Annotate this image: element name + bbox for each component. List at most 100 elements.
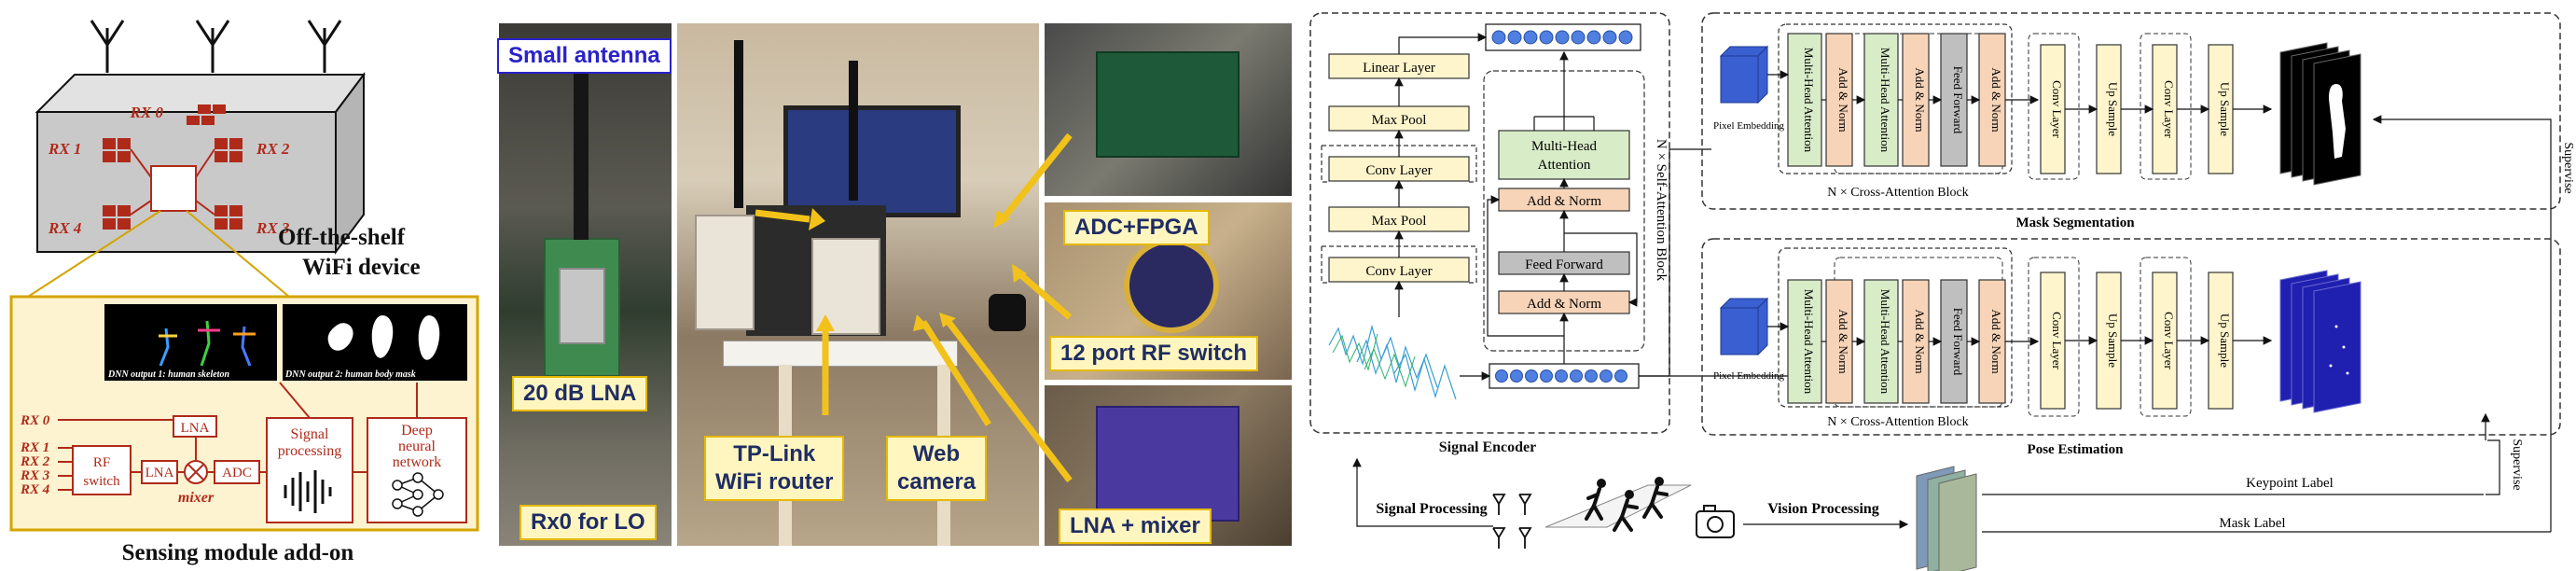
antenna-icon — [90, 20, 342, 73]
label-small-antenna: Small antenna — [497, 38, 672, 74]
rx-input-4: RX 4 — [20, 482, 50, 497]
mask-supervise: Supervise — [2561, 142, 2575, 193]
label-webcam: Web camera — [886, 436, 988, 501]
mask-output-stack — [2279, 42, 2361, 186]
bottom-keypoint-label: Keypoint Label — [2246, 476, 2334, 491]
signal-encoder-caption: Signal Encoder — [1439, 439, 1536, 455]
enc-max-pool-1: Max Pool — [1372, 113, 1427, 128]
pose-branch-caption: Pose Estimation — [2028, 442, 2125, 457]
dnn-label-3: network — [393, 454, 441, 470]
module-caption: Sensing module add-on — [122, 540, 354, 565]
label-webcam-2: camera — [897, 469, 976, 494]
rx-input-0: RX 0 — [20, 413, 50, 428]
mask-branch-frame — [1701, 12, 2561, 210]
device-label-1: Off-the-shelf — [278, 225, 406, 250]
sensing-chip — [150, 165, 197, 212]
enc-feed-forward: Feed Forward — [1525, 258, 1603, 272]
pose-add-norm-1: Add & Norm — [1836, 309, 1850, 373]
dnn-label-1: Deep — [401, 423, 433, 439]
video-frames-stack — [1916, 466, 1977, 571]
enc-conv-layer-1: Conv Layer — [1365, 163, 1432, 178]
mask-up-2: Up Sample — [2218, 82, 2232, 136]
pose-branch-frame — [1701, 238, 2561, 436]
antenna-pair-icon — [1492, 494, 1532, 549]
enc-add-norm-1: Add & Norm — [1527, 194, 1601, 209]
bottom-vision-processing: Vision Processing — [1767, 501, 1879, 517]
csi-waveform — [1328, 324, 1457, 400]
rx-label-0: RX 0 — [130, 104, 164, 121]
rf-switch-label: RF — [93, 455, 110, 470]
mixer-label: mixer — [178, 490, 215, 506]
rx-label-1: RX 1 — [48, 140, 81, 158]
mask-branch-caption: Mask Segmentation — [2015, 216, 2135, 230]
pose-up-1: Up Sample — [2106, 313, 2120, 368]
router-antenna-2 — [849, 61, 858, 201]
label-lna-mixer: LNA + mixer — [1059, 508, 1212, 544]
photo-arrows — [755, 132, 1073, 483]
label-rx0-lo: Rx0 for LO — [519, 505, 657, 540]
mask-mha-1: Multi-Head Attention — [1802, 48, 1816, 153]
adc-label: ADC — [222, 466, 252, 480]
mask-mha-2: Multi-Head Attention — [1878, 48, 1892, 153]
mask-pixel-embedding: Pixel Embedding — [1713, 120, 1785, 132]
pose-mha-1: Multi-Head Attention — [1802, 289, 1816, 395]
lna-left-box — [141, 460, 178, 484]
pixel-embedding-pose-icon — [1719, 297, 1769, 356]
pose-output-stack — [2279, 270, 2361, 413]
signal-encoder-frame — [1309, 12, 1670, 434]
pose-add-norm-2: Add & Norm — [1913, 309, 1927, 373]
pose-conv-2: Conv Layer — [2162, 312, 2176, 369]
webcam — [989, 294, 1026, 331]
mask-conv-2: Conv Layer — [2162, 80, 2176, 138]
signal-processing-label-1: Signal — [291, 426, 329, 442]
neural-network-icon — [392, 472, 444, 517]
camera-icon — [1696, 505, 1735, 538]
mask-cross-block: N × Cross-Attention Block — [1827, 186, 1968, 200]
waveform-icon — [284, 470, 332, 513]
mask-feed-forward: Feed Forward — [1951, 66, 1965, 134]
enc-add-norm-2: Add & Norm — [1527, 297, 1601, 312]
pose-mha-2: Multi-Head Attention — [1878, 289, 1892, 395]
dnn-box — [367, 417, 467, 523]
adc-box — [214, 460, 260, 484]
pose-feed-forward: Feed Forward — [1951, 308, 1965, 376]
label-rf-switch: 12 port RF switch — [1049, 336, 1259, 371]
antenna-stick — [574, 70, 589, 240]
lna-left-label: LNA — [145, 466, 174, 480]
dnn-output-1-label: DNN output 1: human skeleton — [107, 369, 229, 380]
pose-up-2: Up Sample — [2218, 313, 2232, 368]
rx-input-3: RX 3 — [20, 468, 50, 483]
device-label-2: WiFi device — [302, 255, 421, 280]
wifi-device-side — [335, 72, 365, 255]
dnn-label-2: neural — [398, 439, 436, 454]
antenna-array-left — [695, 215, 755, 330]
antenna-array-right — [811, 238, 880, 335]
mask-add-norm-3: Add & Norm — [1989, 67, 2003, 132]
mask-conv-1: Conv Layer — [2050, 80, 2064, 138]
label-webcam-1: Web — [912, 441, 961, 467]
lna-top-label: LNA — [181, 421, 210, 436]
signal-processing-label-2: processing — [278, 443, 341, 459]
pose-conv-1: Conv Layer — [2050, 312, 2064, 369]
panel-b: Small antenna 20 dB LNA Rx0 for LO TP-Li… — [497, 23, 1292, 546]
pose-add-norm-3: Add & Norm — [1989, 309, 2003, 373]
rx-input-2: RX 2 — [20, 454, 50, 469]
enc-max-pool-2: Max Pool — [1372, 214, 1427, 229]
panel-c: Signal Encoder Linear Layer Max Pool Con… — [1309, 12, 2575, 571]
pose-supervise: Supervise — [2510, 439, 2524, 490]
mask-add-norm-2: Add & Norm — [1913, 67, 1927, 132]
rx-input-1: RX 1 — [20, 440, 49, 455]
mixer-board — [1096, 406, 1240, 522]
enc-conv-layer-2: Conv Layer — [1365, 264, 1432, 279]
rx-label-3: RX 3 — [256, 219, 290, 237]
label-tplink-1: TP-Link — [733, 441, 816, 467]
label-tplink: TP-Link WiFi router — [704, 436, 845, 501]
mask-up-1: Up Sample — [2106, 82, 2120, 136]
panel-a: RX 0 RX 1 RX 2 RX 4 RX 3 Off-the-shelf W… — [9, 20, 479, 565]
fpga-board — [1096, 51, 1240, 158]
bottom-signal-processing: Signal Processing — [1376, 501, 1487, 517]
enc-linear-layer: Linear Layer — [1363, 61, 1435, 76]
lna-chip — [559, 268, 605, 344]
label-adc-fpga: ADC+FPGA — [1063, 210, 1210, 245]
lna-top-box — [173, 415, 217, 438]
